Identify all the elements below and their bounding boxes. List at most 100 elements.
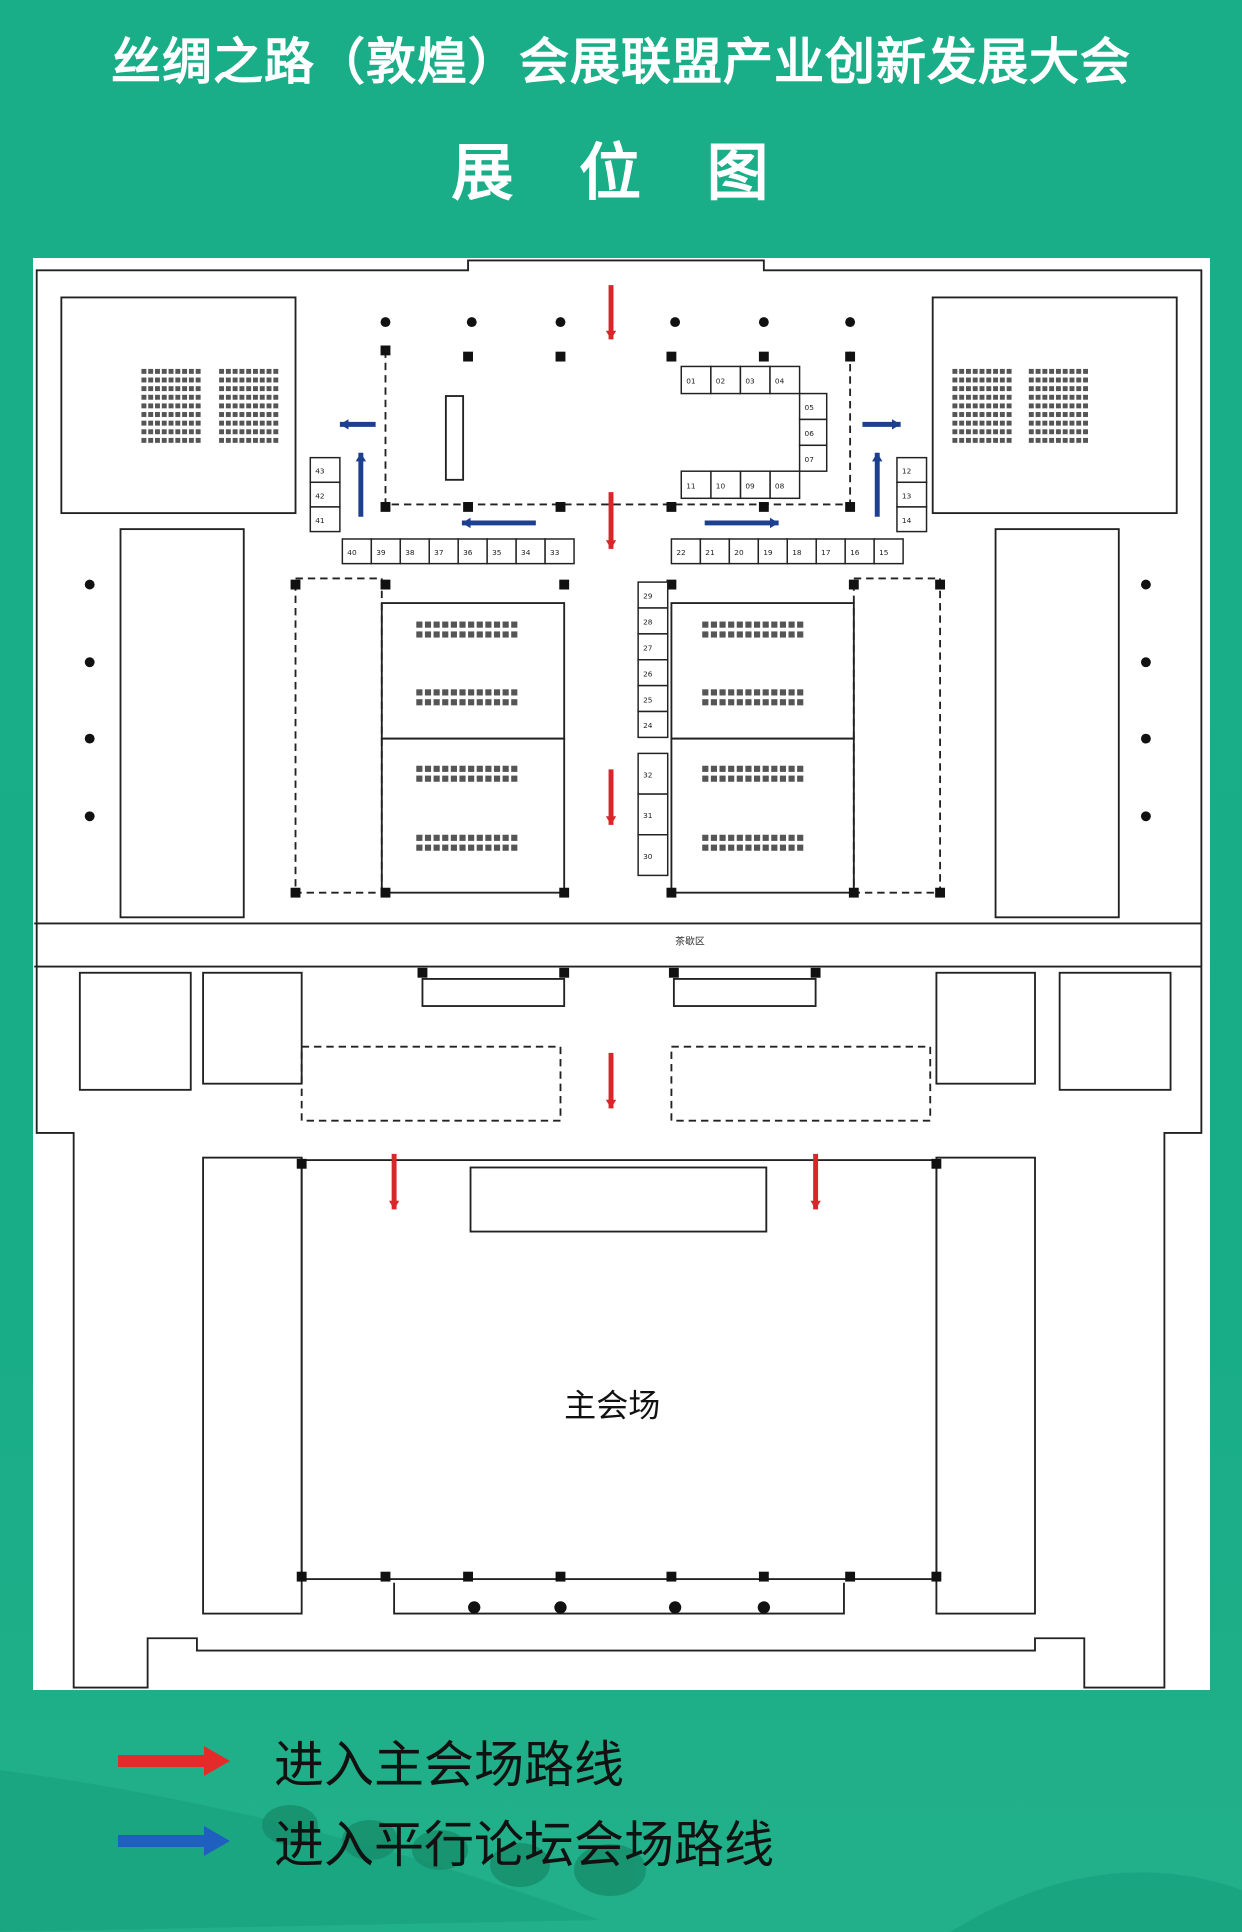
- seat: [1069, 386, 1075, 392]
- seat: [986, 368, 992, 374]
- seat: [788, 775, 795, 782]
- column-marker: [380, 502, 391, 512]
- seat: [762, 844, 769, 851]
- booth-number: 21: [705, 548, 715, 557]
- seat: [1076, 377, 1082, 383]
- seat: [161, 394, 167, 400]
- seat: [753, 621, 761, 628]
- seat: [424, 834, 432, 841]
- seat: [736, 689, 743, 696]
- conference-room-4: [670, 737, 855, 894]
- booth-number: 28: [643, 618, 653, 627]
- seat: [155, 377, 160, 383]
- seat: [986, 412, 992, 417]
- booth: 02: [710, 365, 742, 395]
- seat: [1042, 377, 1048, 383]
- seat: [485, 844, 492, 851]
- seat: [1076, 429, 1082, 435]
- seat: [1028, 386, 1034, 392]
- seat: [168, 377, 174, 383]
- seat: [459, 775, 466, 782]
- seat: [1035, 368, 1041, 374]
- seat: [252, 377, 258, 383]
- booth-number: 13: [902, 491, 912, 500]
- column-marker: [380, 317, 391, 328]
- seat: [797, 621, 804, 628]
- seat: [1042, 412, 1048, 417]
- booth: 04: [769, 365, 801, 395]
- right-auditorium: [931, 296, 1178, 515]
- seat: [511, 834, 518, 841]
- seat: [1049, 394, 1055, 400]
- seat: [972, 368, 978, 374]
- column-marker: [296, 1571, 307, 1582]
- seat: [219, 368, 225, 374]
- seat: [442, 689, 449, 696]
- seat: [459, 699, 466, 706]
- seat: [225, 420, 231, 426]
- main-route-arrow-icon: [810, 1153, 821, 1210]
- seat: [252, 386, 258, 392]
- seat: [175, 412, 181, 417]
- seat: [182, 403, 188, 409]
- page-subtitle: 展 位 图: [451, 136, 791, 209]
- seat: [175, 420, 181, 426]
- column-marker: [555, 351, 566, 362]
- seat: [788, 689, 795, 696]
- seat: [161, 412, 167, 417]
- seat: [745, 844, 752, 851]
- seat: [266, 420, 272, 426]
- seat: [188, 386, 194, 392]
- seat: [155, 429, 160, 435]
- column-marker: [845, 502, 856, 512]
- seat: [965, 420, 971, 426]
- seat: [195, 420, 201, 426]
- booth: 24: [637, 710, 669, 739]
- seat: [259, 403, 265, 409]
- booth: 35: [486, 538, 517, 565]
- seat: [779, 765, 787, 772]
- booth-number: 07: [805, 455, 815, 464]
- seat: [710, 765, 718, 772]
- seat: [702, 621, 709, 628]
- building-outline: [35, 259, 1203, 1689]
- seat: [266, 403, 272, 409]
- column-marker: [668, 1601, 682, 1614]
- seat: [511, 765, 518, 772]
- seat: [175, 437, 181, 443]
- seat: [952, 412, 958, 417]
- seat: [219, 403, 225, 409]
- seat: [710, 844, 718, 851]
- seat: [993, 420, 999, 426]
- seat: [416, 621, 423, 628]
- seat: [148, 377, 154, 383]
- seat: [232, 437, 238, 443]
- seat: [259, 394, 265, 400]
- seat: [702, 689, 709, 696]
- seat: [141, 437, 147, 443]
- seat: [168, 429, 174, 435]
- seat: [225, 368, 231, 374]
- booth-number: 35: [492, 548, 502, 557]
- seat: [168, 403, 174, 409]
- seat: [710, 689, 718, 696]
- seat: [972, 386, 978, 392]
- column-marker: [559, 887, 570, 898]
- seat: [252, 394, 258, 400]
- seat: [1049, 403, 1055, 409]
- column-marker: [666, 502, 677, 512]
- seat: [476, 689, 483, 696]
- seat: [1006, 394, 1012, 400]
- booth-number: 43: [315, 467, 325, 476]
- seat: [416, 689, 423, 696]
- booth-number: 01: [686, 377, 696, 386]
- booth-number: 37: [434, 548, 444, 557]
- seat: [182, 437, 188, 443]
- seat: [424, 689, 432, 696]
- seat: [273, 420, 279, 426]
- booth: 08: [769, 470, 801, 500]
- seat: [450, 631, 457, 638]
- seat: [188, 403, 194, 409]
- seat: [246, 420, 252, 426]
- booth: 05: [798, 392, 828, 421]
